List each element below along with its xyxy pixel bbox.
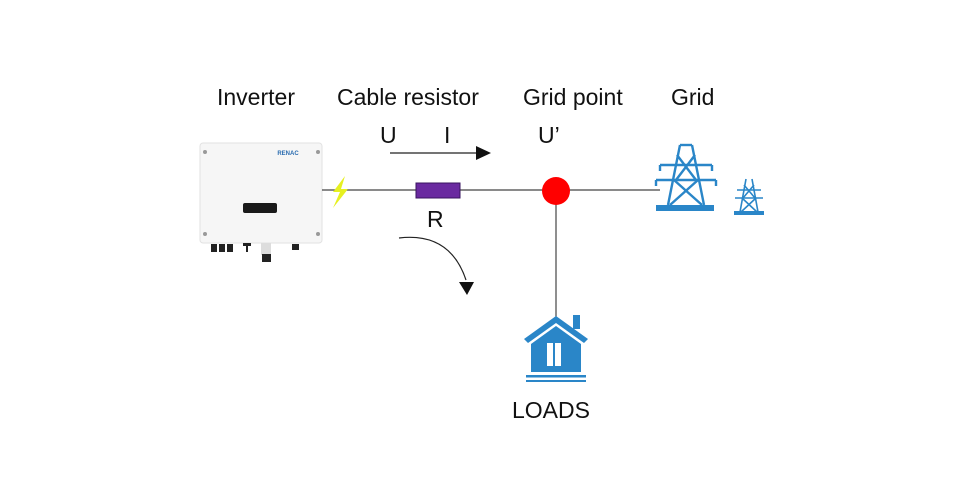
house-icon: [524, 315, 588, 382]
lightning-bolt-icon: [333, 176, 348, 208]
voltage-u-label: U: [380, 122, 397, 148]
resistor: [415, 182, 461, 199]
loads-label: LOADS: [512, 397, 590, 423]
resistor-r-label: R: [427, 206, 444, 232]
voltage-drop-arrowhead-icon: [459, 282, 474, 295]
inverter-label: Inverter: [217, 84, 295, 110]
voltage-u-prime-label: U’: [538, 122, 560, 148]
grid-label: Grid: [671, 84, 715, 110]
current-arrowhead-icon: [476, 146, 491, 160]
cable-resistor-label: Cable resistor: [337, 84, 479, 110]
inverter-icon: RENAC: [199, 142, 323, 262]
current-i-label: I: [444, 122, 451, 148]
transmission-tower-icon: [654, 143, 718, 211]
voltage-drop-arrow: [398, 236, 467, 281]
grid-point-label: Grid point: [523, 84, 623, 110]
inverter-brand: RENAC: [277, 151, 299, 157]
small-transmission-tower-icon: [734, 178, 764, 215]
grid-point-node: [542, 177, 570, 205]
